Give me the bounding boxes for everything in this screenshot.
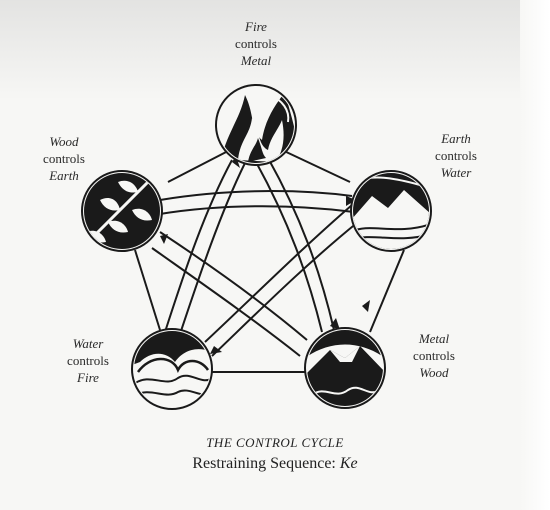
- label-earth-subject: Earth: [441, 131, 471, 146]
- label-water: Water controls Fire: [52, 335, 124, 386]
- label-water-object: Fire: [77, 370, 99, 385]
- mountain-landscape-icon: [353, 173, 429, 249]
- arrow-icon: [362, 300, 370, 312]
- label-fire: Fire controls Metal: [220, 18, 292, 69]
- arrow-icon: [160, 234, 168, 244]
- label-water-verb: controls: [67, 353, 109, 368]
- arrow-icon: [346, 196, 356, 206]
- earth-medallion: [350, 170, 432, 252]
- ribbon-metal-to-wood: [159, 231, 308, 341]
- label-wood-object: Earth: [49, 168, 79, 183]
- arrow-icon: [330, 318, 340, 330]
- metal-medallion: [304, 327, 386, 409]
- label-metal-verb: controls: [413, 348, 455, 363]
- water-medallion: [131, 328, 213, 410]
- label-fire-verb: controls: [235, 36, 277, 51]
- label-fire-subject: Fire: [245, 19, 267, 34]
- wave-icon: [134, 331, 210, 407]
- label-wood: Wood controls Earth: [28, 133, 100, 184]
- label-wood-verb: controls: [43, 151, 85, 166]
- label-wood-subject: Wood: [49, 134, 79, 149]
- caption-subtitle-term: Ke: [339, 455, 358, 472]
- bleed-through-text-area: [0, 0, 550, 100]
- fire-medallion: [215, 84, 297, 166]
- label-fire-object: Metal: [240, 53, 272, 68]
- caption-subtitle-prefix: Restraining Sequence:: [192, 455, 340, 472]
- ribbon-water-to-fire: [164, 159, 233, 333]
- label-water-subject: Water: [72, 336, 104, 351]
- caption-title: THE CONTROL CYCLE: [206, 435, 344, 450]
- label-metal: Metal controls Wood: [398, 330, 470, 381]
- label-metal-object: Wood: [419, 365, 449, 380]
- ribbon-fire-to-metal: [267, 157, 335, 331]
- caption-subtitle: Restraining Sequence: Ke: [0, 455, 550, 473]
- label-earth: Earth controls Water: [420, 130, 492, 181]
- flames-icon: [218, 87, 294, 163]
- pentagram-ribbons: [134, 149, 405, 373]
- cycle-arrows: [160, 156, 370, 354]
- label-earth-verb: controls: [435, 148, 477, 163]
- bamboo-leaves-icon: [84, 173, 160, 249]
- label-metal-subject: Metal: [418, 331, 450, 346]
- page-edge: [520, 0, 550, 510]
- ribbon-wood-to-earth: [159, 190, 353, 201]
- ribbon-earth-to-water: [204, 204, 353, 343]
- arrow-icon: [210, 346, 222, 354]
- wood-medallion: [81, 170, 163, 252]
- label-earth-object: Water: [440, 165, 472, 180]
